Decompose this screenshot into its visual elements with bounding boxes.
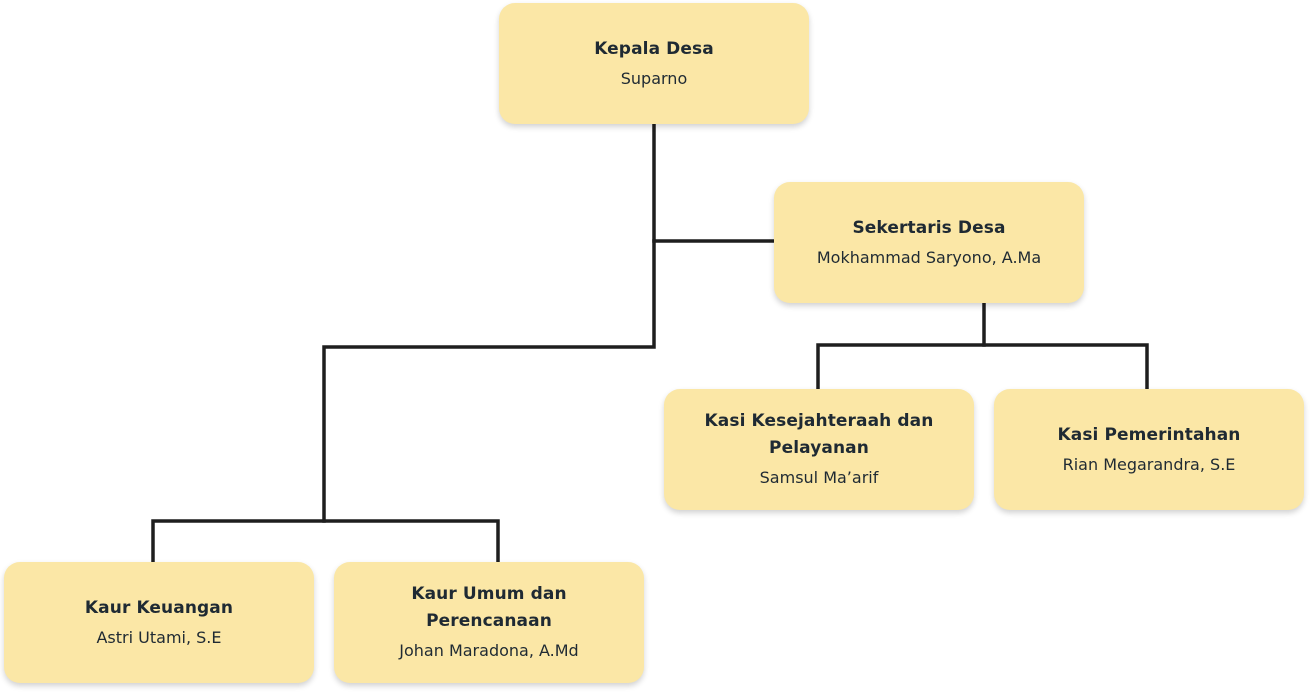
node-kepala-desa: Kepala Desa Suparno	[499, 3, 809, 124]
node-kasi-kesejahteraah-dan-pelayanan: Kasi Kesejahteraah dan Pelayanan Samsul …	[664, 389, 974, 510]
node-person-name: Mokhammad Saryono, A.Ma	[816, 247, 1042, 267]
node-person-name: Astri Utami, S.E	[96, 627, 222, 647]
node-sekertaris-desa: Sekertaris Desa Mokhammad Saryono, A.Ma	[774, 182, 1084, 303]
connector-kasi-branch	[816, 343, 1149, 390]
node-person-name: Johan Maradona, A.Md	[399, 641, 579, 660]
node-person-name: Samsul Ma’arif	[759, 468, 879, 487]
node-title: Kaur Umum dan Perencanaan	[411, 584, 567, 631]
node-title: Kepala Desa	[594, 38, 714, 59]
node-kaur-keuangan: Kaur Keuangan Astri Utami, S.E	[4, 562, 314, 683]
node-person-name: Suparno	[620, 68, 688, 88]
node-kasi-pemerintahan: Kasi Pemerintahan Rian Megarandra, S.E	[994, 389, 1304, 510]
connector-kaur-branch	[151, 519, 500, 563]
node-title: Kasi Kesejahteraah dan Pelayanan	[704, 411, 934, 458]
node-title: Sekertaris Desa	[852, 217, 1006, 238]
node-title: Kaur Keuangan	[84, 597, 234, 618]
connector-kepala-to-kaur-group	[322, 239, 656, 523]
connector-kepala-to-sekretaris	[652, 121, 776, 243]
node-person-name: Rian Megarandra, S.E	[1062, 454, 1236, 474]
node-title: Kasi Pemerintahan	[1057, 424, 1241, 445]
node-kaur-umum-dan-perencanaan: Kaur Umum dan Perencanaan Johan Maradona…	[334, 562, 644, 683]
